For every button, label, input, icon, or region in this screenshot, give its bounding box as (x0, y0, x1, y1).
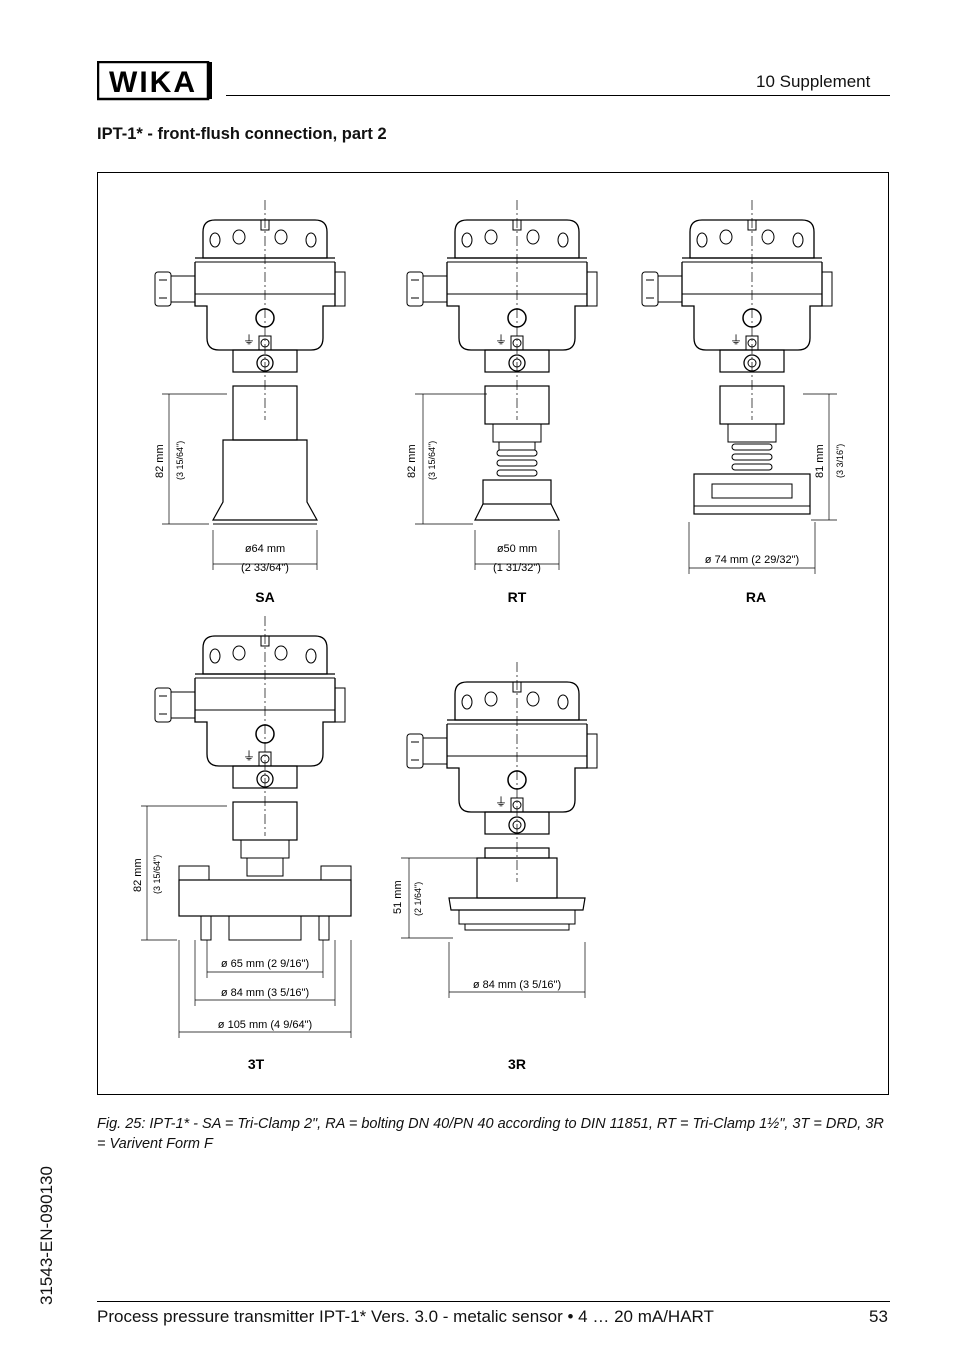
figure-caption: Fig. 25: IPT-1* - SA = Tri-Clamp 2", RA … (97, 1116, 884, 1152)
3t-diameter-3: ø 105 mm (4 9/64") (218, 1019, 312, 1031)
3t-height-in: (3 15/64") (152, 855, 162, 894)
dim-sa (162, 393, 318, 570)
rt-height-mm: 82 mm (406, 444, 418, 478)
sa-diameter: ø64 mm (245, 543, 285, 555)
label-ra: RA (746, 589, 766, 605)
svg-text:WIKA: WIKA (109, 66, 197, 99)
label-3t: 3T (248, 1056, 265, 1072)
label-sa: SA (255, 589, 274, 605)
footer-rule (97, 1301, 890, 1302)
sa-diameter-in: (2 33/64") (241, 562, 289, 574)
wika-logo: WIKA (97, 61, 212, 101)
ra-height-in: (3 3/16") (835, 444, 845, 478)
rt-diameter-in: (1 31/32") (493, 562, 541, 574)
3r-height-mm: 51 mm (392, 880, 404, 914)
sa-height-in: (3 15/64") (175, 441, 185, 480)
3t-diameter-1: ø 65 mm (2 9/16") (221, 958, 309, 970)
footer-text: Process pressure transmitter IPT-1* Vers… (97, 1307, 714, 1326)
3t-height-mm: 82 mm (132, 858, 144, 892)
ra-height-mm: 81 mm (814, 444, 826, 478)
3t-diameter-2: ø 84 mm (3 5/16") (221, 987, 309, 999)
rt-height-in: (3 15/64") (427, 441, 437, 480)
page-number: 53 (869, 1307, 888, 1326)
figure-frame (97, 172, 889, 1095)
label-3r: 3R (508, 1056, 526, 1072)
ra-diameter: ø 74 mm (2 29/32") (705, 554, 799, 566)
3r-height-in: (2 1/64") (413, 882, 423, 916)
3r-diameter: ø 84 mm (3 5/16") (473, 979, 561, 991)
sa-height-mm: 82 mm (154, 444, 166, 478)
document-number: 31543-EN-090130 (37, 1166, 56, 1305)
label-rt: RT (508, 589, 527, 605)
section-label: 10 Supplement (756, 72, 871, 91)
header-rule (226, 95, 890, 96)
page-title: IPT-1* - front-flush connection, part 2 (97, 125, 387, 143)
rt-diameter: ø50 mm (497, 543, 537, 555)
technical-drawing: ⏚ 82 mm (3 15/64") ø64 mm (2 33/64") SA (132, 199, 845, 1072)
